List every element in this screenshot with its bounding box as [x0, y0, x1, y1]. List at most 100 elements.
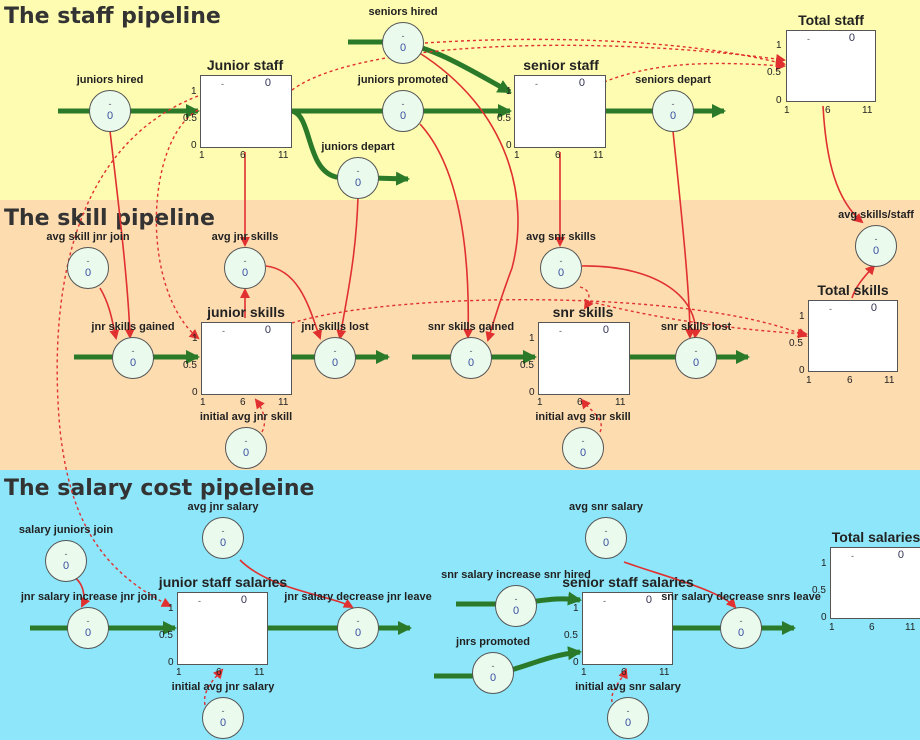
total-staff-ytick: 1 [776, 40, 782, 51]
jnr-salary-increase-label: jnr salary increase jnr join [20, 591, 158, 603]
juniors-depart-label: juniors depart [321, 141, 395, 153]
seniors-depart-value: 0 [669, 110, 677, 122]
initial-avg-snr-skill-dash: - [581, 436, 585, 446]
jnr-salary-increase-node[interactable]: -0 [67, 607, 109, 649]
avg-jnr-salary-dash: - [221, 526, 225, 536]
senior-staff-ytick: 0 [506, 140, 512, 151]
initial-avg-jnr-skill-node[interactable]: -0 [225, 427, 267, 469]
link-seniors-depart-snr-skills-lost [672, 130, 695, 339]
total-staff-title: Total staff [798, 12, 864, 28]
juniors-promoted-node[interactable]: -0 [382, 90, 424, 132]
junior-staff-xtick: 6 [240, 150, 246, 161]
skill-pipeline-title: The skill pipeline [4, 206, 215, 231]
snr-skills-gained-node[interactable]: -0 [450, 337, 492, 379]
avg-skills-staff-node[interactable]: -0 [855, 225, 897, 267]
total-skills-ytick: 0.5 [789, 338, 803, 349]
avg-snr-salary-node[interactable]: -0 [585, 517, 627, 559]
junior-skills-stock[interactable]: - 0 [201, 322, 292, 395]
seniors-depart-node[interactable]: -0 [652, 90, 694, 132]
juniors-depart-node[interactable]: -0 [337, 157, 379, 199]
juniors-hired-label: juniors hired [76, 74, 144, 86]
snr-skills-lost-dash: - [694, 346, 698, 356]
juniors-hired-dash: - [108, 99, 112, 109]
avg-jnr-salary-node[interactable]: -0 [202, 517, 244, 559]
seniors-depart-label: seniors depart [635, 74, 711, 86]
seniors-depart-dash: - [671, 99, 675, 109]
snr-skills-gained-dash: - [469, 346, 473, 356]
snr-salary-increase-dash: - [514, 594, 518, 604]
juniors-hired-node[interactable]: -0 [89, 90, 131, 132]
jnr-skills-lost-node[interactable]: -0 [314, 337, 356, 379]
jnrs-promoted-dash: - [491, 661, 495, 671]
snr-salary-increase-node[interactable]: -0 [495, 585, 537, 627]
senior-staff-salaries-xtick: 1 [581, 667, 587, 678]
juniors-depart-value: 0 [354, 177, 362, 189]
link-junior-skills-total-skills [291, 299, 808, 338]
avg-skill-jnr-join-dash: - [86, 256, 90, 266]
junior-staff-salaries-ytick: 0.5 [159, 630, 173, 641]
total-skills-ytick: 0 [799, 365, 805, 376]
total-salaries-stock[interactable]: - 0 [830, 547, 920, 619]
jnr-skills-gained-value: 0 [129, 357, 137, 369]
snr-salary-increase-label: snr salary increase snr hired [441, 569, 591, 581]
avg-snr-skills-label: avg snr skills [526, 231, 596, 243]
senior-staff-salaries-ytick: 0.5 [564, 630, 578, 641]
senior-staff-stock[interactable]: - 0 [514, 75, 606, 148]
seniors-hired-value: 0 [399, 42, 407, 54]
jnrs-promoted-node[interactable]: -0 [472, 652, 514, 694]
salary-juniors-join-value: 0 [62, 560, 70, 572]
total-staff-ytick: 0.5 [767, 67, 781, 78]
snr-salary-decrease-node[interactable]: -0 [720, 607, 762, 649]
avg-jnr-skills-node[interactable]: -0 [224, 247, 266, 289]
junior-staff-salaries-stock[interactable]: - 0 [177, 592, 268, 665]
junior-skills-ytick: 0.5 [183, 360, 197, 371]
snr-skills-title: snr skills [552, 304, 614, 320]
link-seniors-hired-snr-skills-gained [417, 51, 519, 342]
link-total-skills-avg-skills-staff [851, 264, 876, 299]
link-init-jnr-skill [254, 398, 266, 433]
avg-snr-salary-dash: - [604, 526, 608, 536]
total-skills-stock[interactable]: - 0 [808, 300, 898, 372]
junior-staff-salaries-value: 0 [240, 594, 247, 606]
jnr-skills-gained-dash: - [131, 346, 135, 356]
junior-staff-stock[interactable]: - 0 [200, 75, 292, 148]
jnr-salary-decrease-node[interactable]: -0 [337, 607, 379, 649]
total-skills-dash: - [829, 304, 832, 314]
avg-skill-jnr-join-node[interactable]: -0 [67, 247, 109, 289]
snr-skills-xtick: 6 [577, 397, 583, 408]
jnr-skills-lost-dash: - [333, 346, 337, 356]
jnr-skills-lost-label: jnr skills lost [301, 321, 369, 333]
initial-avg-jnr-skill-dash: - [244, 436, 248, 446]
jnr-salary-decrease-dash: - [356, 616, 360, 626]
seniors-hired-node[interactable]: -0 [382, 22, 424, 64]
avg-snr-skills-node[interactable]: -0 [540, 247, 582, 289]
total-salaries-ytick: 0 [821, 612, 827, 623]
link-juniors-hired-jnr-skills-gained [109, 130, 135, 339]
junior-skills-dash: - [222, 326, 225, 336]
snr-skills-ytick: 1 [529, 333, 535, 344]
salary-juniors-join-node[interactable]: -0 [45, 540, 87, 582]
senior-staff-salaries-stock[interactable]: - 0 [582, 592, 673, 665]
junior-staff-salaries-ytick: 0 [168, 657, 174, 668]
total-staff-stock[interactable]: - 0 [786, 30, 876, 102]
jnr-skills-gained-node[interactable]: -0 [112, 337, 154, 379]
snr-skills-lost-node[interactable]: -0 [675, 337, 717, 379]
link-avg-skill-join-jnr-skills-gained [99, 287, 120, 340]
initial-avg-snr-skill-label: initial avg snr skill [535, 411, 631, 423]
snr-salary-decrease-dash: - [739, 616, 743, 626]
initial-avg-snr-salary-node[interactable]: -0 [607, 697, 649, 739]
total-skills-title: Total skills [817, 282, 889, 298]
initial-avg-jnr-salary-node[interactable]: -0 [202, 697, 244, 739]
avg-jnr-salary-label: avg jnr salary [187, 501, 259, 513]
flow-juniors-depart [290, 108, 410, 186]
total-salaries-xtick: 1 [829, 622, 835, 633]
senior-staff-salaries-ytick: 0 [573, 657, 579, 668]
snr-skills-stock[interactable]: - 0 [538, 322, 630, 395]
junior-skills-xtick: 11 [278, 397, 289, 408]
initial-avg-snr-skill-node[interactable]: -0 [562, 427, 604, 469]
senior-staff-salaries-dash: - [603, 596, 606, 606]
avg-jnr-skills-label: avg jnr skills [211, 231, 279, 243]
total-salaries-value: 0 [897, 549, 904, 561]
link-avg-snr-salary-snr-decrease [623, 561, 737, 609]
senior-staff-salaries-value: 0 [645, 594, 652, 606]
